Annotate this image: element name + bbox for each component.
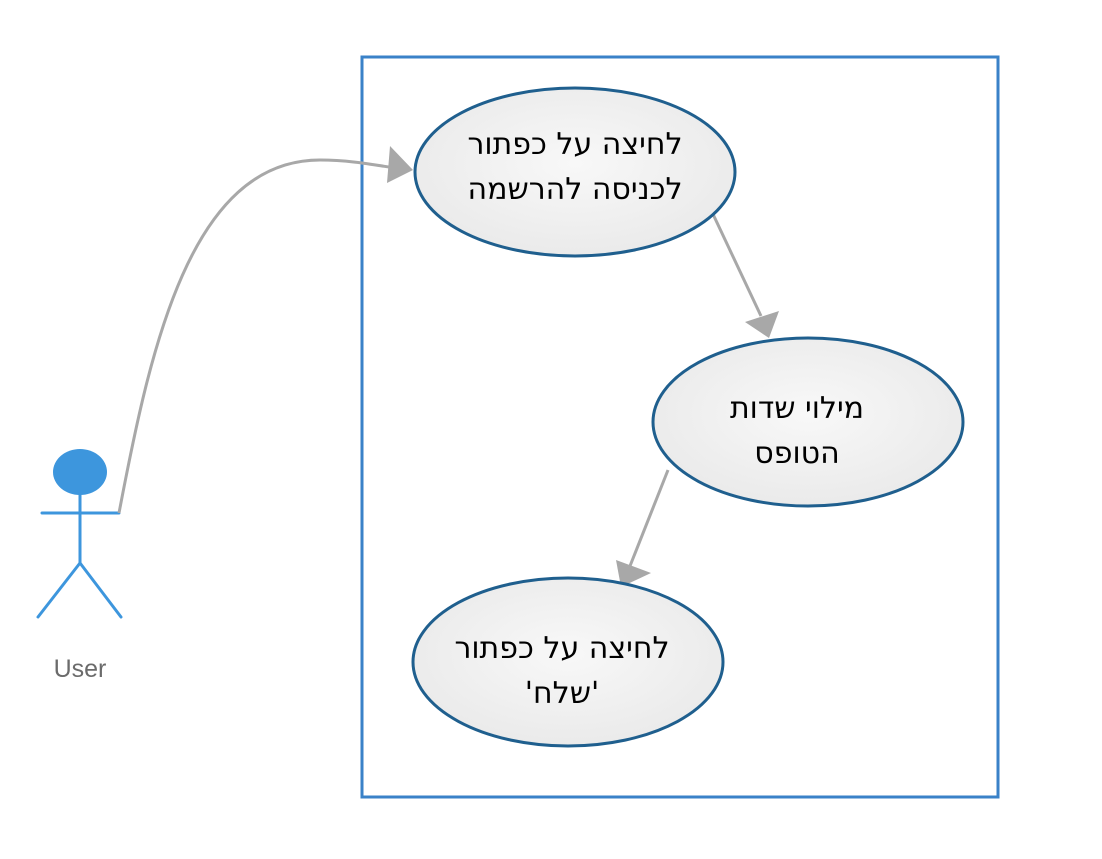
edge-uc1-to-uc2 xyxy=(710,211,763,317)
edge-actor-to-uc1 xyxy=(117,158,396,514)
edge-uc1-to-uc2-arrowhead xyxy=(745,311,779,338)
actor-head xyxy=(53,449,107,495)
use-case-uc-1[interactable]: לחיצה על כפתור לכניסה להרשמה xyxy=(413,86,737,258)
system-boundary xyxy=(360,55,1000,799)
edge-uc2-to-uc3 xyxy=(628,469,670,567)
use-case-ellipse xyxy=(411,576,725,748)
use-case-ellipse xyxy=(413,86,737,258)
actor-user[interactable]: User xyxy=(36,449,123,683)
edge-actor-to-uc1-arrowhead xyxy=(387,146,413,183)
actor-label: User xyxy=(54,655,107,683)
use-case-uc-2[interactable]: מילוי שדות הטופס xyxy=(651,336,965,508)
use-case-ellipse xyxy=(651,336,965,508)
use-case-label-line2: לכניסה להרשמה xyxy=(467,172,682,207)
use-case-label-line1: מילוי שדות xyxy=(730,391,864,426)
use-case-label-line1: לחיצה על כפתור xyxy=(467,127,682,162)
use-case-label-line2: 'שלח' xyxy=(525,676,599,711)
actor-body xyxy=(36,493,123,619)
use-case-label-line2: הטופס xyxy=(754,436,839,471)
use-case-uc-3[interactable]: לחיצה על כפתור 'שלח' xyxy=(411,576,725,748)
edge-uc2-to-uc3-arrowhead xyxy=(616,560,651,587)
use-case-label-line1: לחיצה על כפתור xyxy=(454,631,669,666)
edges xyxy=(117,146,779,587)
